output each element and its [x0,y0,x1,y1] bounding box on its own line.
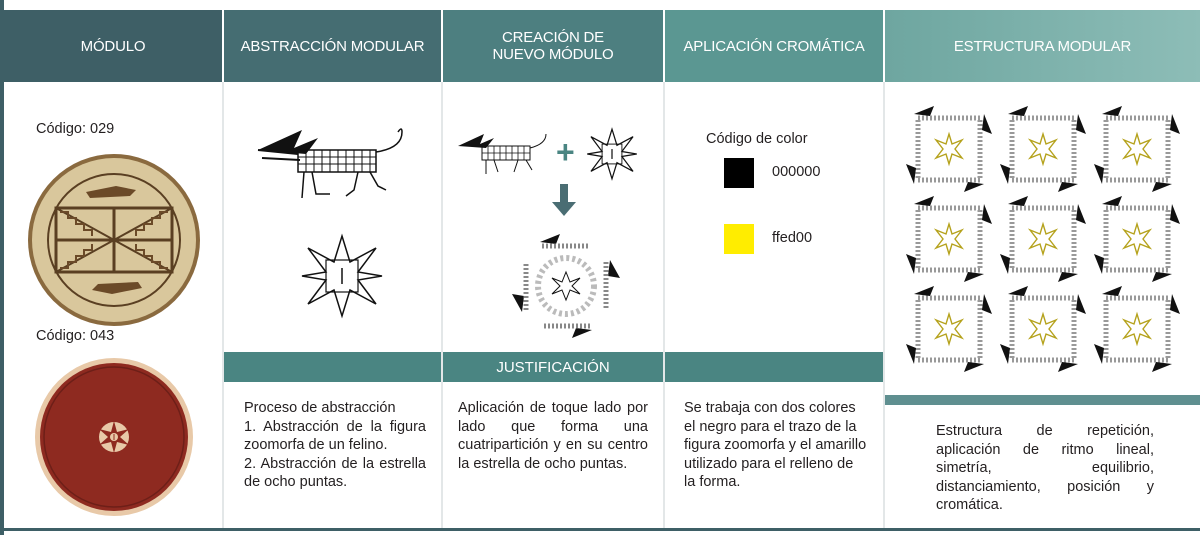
top-border [0,0,1200,10]
down-arrow-icon [552,184,576,216]
feline-small-figure [458,133,547,174]
swatch-yellow-label: ffed00 [772,230,813,246]
justificacion-label: JUSTIFICACIÓN [496,358,610,376]
justificacion-band: JUSTIFICACIÓN [443,352,663,382]
header-aplicacion: APLICACIÓN CROMÁTICA [665,10,883,82]
left-border [0,0,4,535]
justificacion-band-left [224,352,441,382]
swatch-black-label: 000000 [772,164,821,180]
swatch-yellow [724,224,754,254]
estructura-band [885,395,1200,405]
pottery-plate-029 [28,154,200,326]
justificacion-band-right [665,352,883,382]
code-043-label: Código: 043 [36,328,115,344]
header-abstraccion: ABSTRACCIÓN MODULAR [224,10,441,82]
abstraccion-desc-line: 2. Abstracción de la estrella de ocho pu… [244,455,426,491]
header-abstraccion-label: ABSTRACCIÓN MODULAR [240,37,425,55]
column-divider [883,82,885,528]
abstraccion-desc-line: 1. Abstracción de la figura zoomorfa de … [244,418,426,454]
feline-abstraction-figure [257,128,403,199]
header-aplicacion-label: APLICACIÓN CROMÁTICA [683,37,865,55]
column-divider [441,82,443,528]
eight-point-star-figure [301,233,383,319]
aplicacion-description: Se trabaja con dos colores el negro para… [684,400,867,490]
abstraccion-description: Proceso de abstracción 1. Abstracción de… [244,399,426,492]
new-module-figure [512,234,620,338]
estructura-description: Estructura de repetición, aplicación de … [936,423,1154,513]
star-small-figure [587,127,637,181]
abstraccion-desc-line: Proceso de abstracción [244,400,396,416]
header-modulo-label: MÓDULO [80,37,146,55]
column-divider [222,82,224,528]
header-modulo: MÓDULO [4,10,222,82]
header-estructura: ESTRUCTURA MODULAR [885,10,1200,82]
pottery-plate-043 [35,358,193,516]
header-creacion-line1: CREACIÓN DE [502,29,604,46]
modular-structure-pattern [904,104,1184,374]
plus-sign: + [556,134,575,170]
column-divider [663,82,665,528]
header-creacion-line2: NUEVO MÓDULO [492,46,614,63]
bottom-border [0,528,1200,531]
code-029-label: Código: 029 [36,121,115,137]
header-estructura-label: ESTRUCTURA MODULAR [953,37,1132,55]
header-creacion: CREACIÓN DE NUEVO MÓDULO [443,10,663,82]
swatch-black [724,158,754,188]
creacion-description: Aplicación de toque lado por lado que fo… [458,400,648,472]
color-code-title: Código de color [706,131,808,147]
